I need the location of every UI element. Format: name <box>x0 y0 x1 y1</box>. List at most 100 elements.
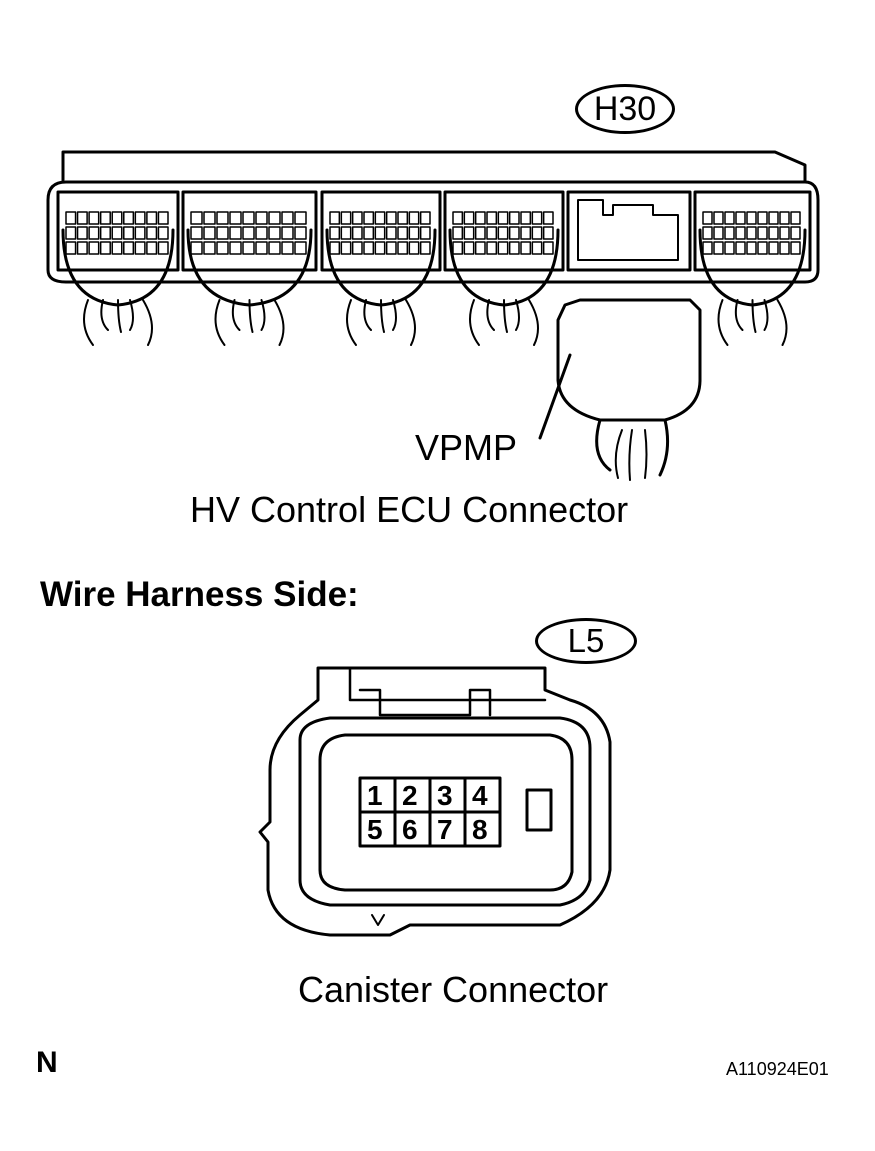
ecu-pin-cavity <box>397 241 409 255</box>
ecu-pin-cavity <box>351 211 363 225</box>
ecu-pin-cavity <box>229 211 242 225</box>
ecu-pin-cavity <box>363 241 375 255</box>
ecu-wire-bundle <box>214 299 285 346</box>
ecu-pin-cavity <box>340 226 352 240</box>
ecu-pin-cavity <box>88 241 100 255</box>
canister-connector-cavity <box>318 733 574 892</box>
ecu-connector-caption: HV Control ECU Connector <box>190 489 629 530</box>
ecu-pin-cavity <box>713 211 724 225</box>
ecu-pin-cavity <box>123 211 135 225</box>
ecu-pin-cavity <box>702 211 713 225</box>
canister-connector-code-tag: L5 <box>535 618 637 664</box>
ecu-pin-cavity <box>294 211 307 225</box>
ecu-pin-cavity <box>508 226 520 240</box>
ecu-pin-cavity <box>242 226 255 240</box>
ecu-bay <box>56 190 180 272</box>
ecu-pin-cavity <box>351 226 363 240</box>
ecu-pin-cavity <box>134 241 146 255</box>
harness-side-heading: Wire Harness Side: <box>40 575 359 614</box>
ecu-pin-cavity <box>385 211 397 225</box>
ecu-pin-cavity <box>508 211 520 225</box>
ecu-connector-body <box>46 180 820 284</box>
ecu-bay <box>320 190 442 272</box>
ecu-pin-cavity <box>229 226 242 240</box>
canister-connector-caption: Canister Connector <box>298 969 609 1010</box>
canister-pin-number: 1 <box>367 780 383 811</box>
ecu-pin-cavity <box>790 211 801 225</box>
ecu-pin-cavity <box>452 226 464 240</box>
ecu-pin-cavity <box>281 226 294 240</box>
canister-connector-inner <box>298 716 592 907</box>
canister-lock-latch <box>358 688 492 717</box>
ecu-pin-cavity <box>255 211 268 225</box>
ecu-pin-cavity <box>779 241 790 255</box>
ecu-pin-cavity <box>463 226 475 240</box>
ecu-pin-cavity <box>111 241 123 255</box>
ecu-pin-cavity <box>146 241 158 255</box>
canister-connector-outer <box>258 666 612 937</box>
ecu-pin-cavity <box>779 211 790 225</box>
ecu-pin-cavity <box>242 241 255 255</box>
ecu-pin-cavity <box>408 211 420 225</box>
ecu-pin-cavity <box>157 241 169 255</box>
ecu-pin-cavity <box>65 226 77 240</box>
ecu-pin-cavity <box>88 211 100 225</box>
ecu-pin-cavity <box>329 226 341 240</box>
ecu-pin-cavity <box>724 241 735 255</box>
ecu-wire-bundle <box>717 299 788 346</box>
ecu-pin-cavity <box>146 226 158 240</box>
ecu-pin-cavity <box>724 226 735 240</box>
ecu-pin-cavity <box>111 211 123 225</box>
ecu-pin-cavity <box>452 241 464 255</box>
ecu-pin-cavity <box>99 211 111 225</box>
ecu-pin-cavity <box>374 211 386 225</box>
ecu-pin-cavity <box>757 241 768 255</box>
canister-pin-number: 3 <box>437 780 453 811</box>
ecu-pin-cavity <box>374 241 386 255</box>
ecu-pin-cavity <box>497 226 509 240</box>
ecu-pin-cavity <box>294 226 307 240</box>
ecu-pin-cavity <box>385 226 397 240</box>
ecu-pin-cavity <box>419 226 431 240</box>
ecu-pin-cavity <box>463 241 475 255</box>
ecu-pin-cavity <box>531 226 543 240</box>
ecu-pin-cavity <box>542 241 554 255</box>
ecu-pin-cavity <box>463 211 475 225</box>
canister-pin-number: 8 <box>472 814 488 845</box>
ecu-pin-cavity <box>363 226 375 240</box>
ecu-pin-cavity <box>702 226 713 240</box>
ecu-wire-bundle <box>83 299 153 346</box>
ecu-pin-cavity <box>497 241 509 255</box>
ecu-pin-cavity <box>520 211 532 225</box>
ecu-pin-cavity <box>474 226 486 240</box>
ecu-pin-cavity <box>542 226 554 240</box>
ecu-pin-cavity <box>735 226 746 240</box>
ecu-pin-cavity <box>735 211 746 225</box>
ecu-pin-cavity <box>757 226 768 240</box>
ecu-connector-code-tag: H30 <box>575 84 675 134</box>
ecu-pin-cavity <box>65 241 77 255</box>
ecu-pin-cavity <box>216 211 229 225</box>
ecu-pin-cavity <box>294 241 307 255</box>
ecu-pin-cavity <box>268 241 281 255</box>
figure-id: A110924E01 <box>726 1059 829 1079</box>
ecu-connector-bays <box>56 190 812 307</box>
ecu-pin-cavity <box>486 241 498 255</box>
ecu-pin-cavity <box>768 211 779 225</box>
ecu-pin-cavity <box>340 211 352 225</box>
ecu-pin-cavity <box>229 241 242 255</box>
ecu-pin-cavity <box>713 226 724 240</box>
ecu-pin-cavity <box>146 211 158 225</box>
ecu-pin-cavity <box>340 241 352 255</box>
ecu-pin-cavity <box>724 211 735 225</box>
ecu-pin-cavity <box>65 211 77 225</box>
ecu-pin-cavity <box>255 241 268 255</box>
canister-connector-code: L5 <box>567 622 605 659</box>
ecu-pin-cavity <box>111 226 123 240</box>
vpmp-terminal-label: VPMP <box>415 427 518 468</box>
canister-pin-number: 6 <box>402 814 418 845</box>
ecu-pin-cavity <box>374 226 386 240</box>
ecu-pin-cavity <box>408 241 420 255</box>
ecu-pin-cavity <box>542 211 554 225</box>
ecu-pin-cavity <box>746 226 757 240</box>
